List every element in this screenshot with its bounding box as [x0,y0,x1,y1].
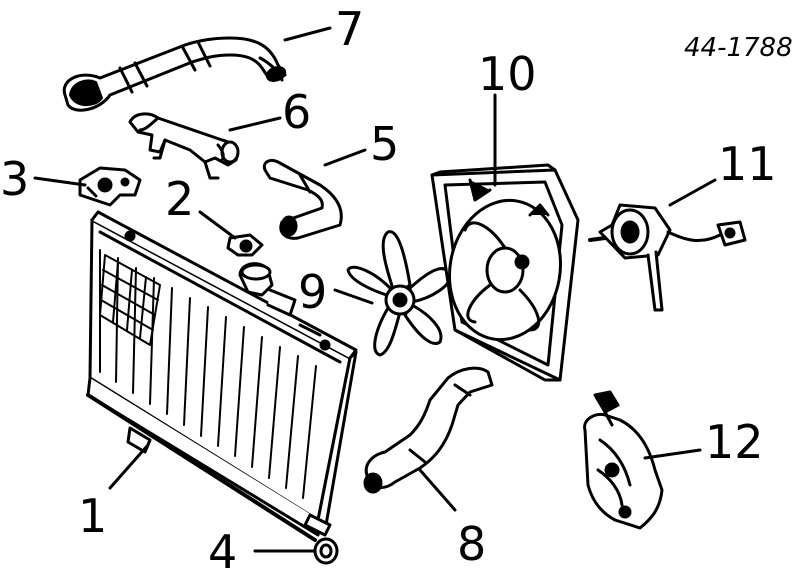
callout-12: 12 [705,415,764,469]
callout-11: 11 [718,137,777,191]
fan-shroud-part-10 [430,93,580,382]
callout-5: 5 [370,117,399,171]
callout-3: 3 [0,152,29,206]
upper-hose-part-7 [62,26,332,112]
thermostat-housing-part-3 [33,166,142,207]
callout-7: 7 [335,2,364,56]
callout-2: 2 [165,172,194,226]
fan-motor-part-11 [588,178,747,312]
callout-9: 9 [298,265,327,319]
water-outlet-part-6 [128,112,282,180]
callout-1: 1 [78,489,107,543]
callout-6: 6 [282,85,311,139]
reservoir-tank-part-12 [583,390,702,530]
fan-blade-part-9 [333,230,452,357]
drain-cock-part-4 [253,537,339,565]
callout-4: 4 [208,525,237,571]
lower-hose-part-8 [363,366,494,512]
reference-code: 44-1788 [684,33,793,63]
radiator-part-1 [86,210,358,542]
hose-part-5 [262,148,367,240]
drain-plug-part-2 [198,210,264,257]
callout-10: 10 [478,47,537,101]
callout-8: 8 [457,517,486,571]
